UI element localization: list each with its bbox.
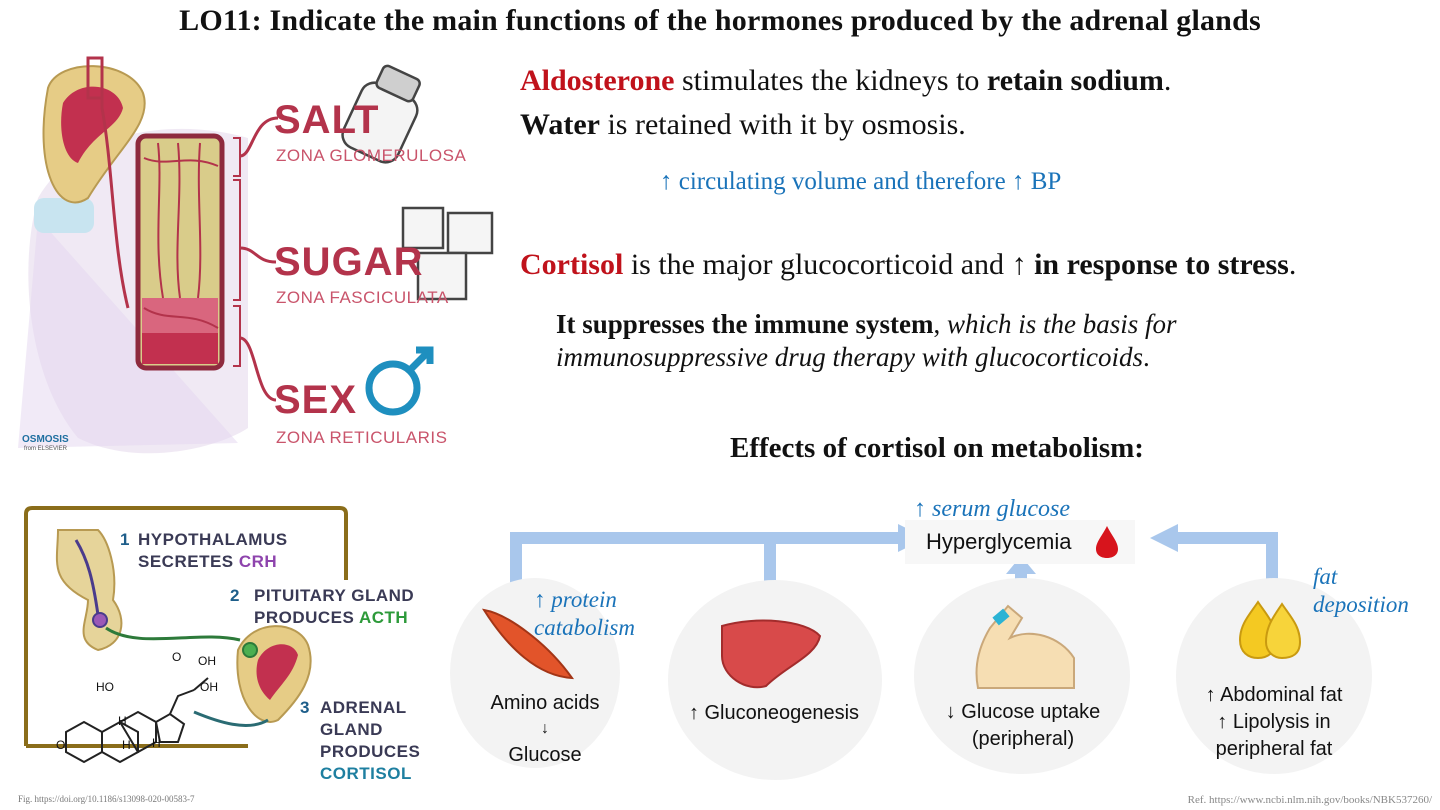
protein-line: ↑ protein bbox=[534, 587, 617, 612]
immune-bold: It suppresses the immune system bbox=[556, 309, 934, 339]
source-reference[interactable]: Ref. https://www.ncbi.nlm.nih.gov/books/… bbox=[1187, 794, 1432, 806]
fat-caption: ↑ Abdominal fat ↑ Lipolysis in periphera… bbox=[1170, 682, 1378, 763]
stress-text: in response to stress bbox=[1026, 248, 1289, 281]
down-arrow-text: ↓ bbox=[541, 720, 549, 737]
immune-italic-2: immunosuppressive drug therapy with gluc… bbox=[556, 342, 1143, 372]
immune-comma: , bbox=[933, 309, 948, 339]
step-2-line-2: PRODUCES ACTH bbox=[254, 608, 408, 628]
metabolism-heading: Effects of cortisol on metabolism: bbox=[730, 432, 1144, 464]
fat-circle bbox=[1176, 578, 1372, 774]
retain-sodium-text: retain sodium bbox=[986, 64, 1164, 97]
water-line: Water is retained with it by osmosis. bbox=[520, 108, 966, 142]
volume-bp-effect: ↑ circulating volume and therefore ↑ BP bbox=[660, 168, 1062, 195]
oh-label-2: OH bbox=[200, 680, 218, 694]
glucose-text: Glucose bbox=[508, 744, 582, 766]
salt-label: SALT bbox=[274, 98, 380, 142]
ho-label: HO bbox=[96, 680, 114, 694]
osmosis-logo: OSMOSIS bbox=[22, 434, 69, 445]
hpa-axis-diagram: 1 HYPOTHALAMUS SECRETES CRH 2 PITUITARY … bbox=[18, 500, 438, 790]
fat-drops-icon bbox=[1238, 600, 1302, 660]
gluconeogenesis-circle bbox=[668, 580, 882, 780]
blood-drop-icon bbox=[1096, 526, 1118, 558]
cortisol-period: . bbox=[1288, 248, 1297, 281]
h-label-3: H bbox=[152, 736, 161, 750]
lipolysis-text: ↑ Lipolysis in bbox=[1217, 711, 1331, 733]
step-1-line-2: SECRETES CRH bbox=[138, 552, 277, 572]
step-3-line-4: CORTISOL bbox=[320, 764, 412, 783]
gluconeogenesis-caption: ↑ Gluconeogenesis bbox=[688, 702, 860, 724]
catabolism-line: catabolism bbox=[534, 615, 635, 640]
h-label-2: H bbox=[122, 738, 131, 752]
amino-acids-text: Amino acids bbox=[490, 692, 600, 714]
fat-line: fat bbox=[1313, 564, 1338, 589]
slide-title: LO11: Indicate the main functions of the… bbox=[179, 4, 1261, 37]
fat-deposition-label: fat deposition bbox=[1313, 563, 1409, 619]
adrenal-gland-drawing bbox=[18, 56, 494, 454]
step-2-line-1: PITUITARY GLAND bbox=[254, 586, 415, 605]
aldosterone-term: Aldosterone bbox=[520, 64, 675, 97]
step-3-line-1: ADRENAL bbox=[320, 698, 407, 717]
osmosis-logo-sub: from ELSEVIER bbox=[24, 446, 68, 452]
oh-label-1: OH bbox=[198, 654, 216, 668]
produces-text: PRODUCES bbox=[254, 608, 359, 627]
zona-fasciculata-label: ZONA FASCICULATA bbox=[276, 288, 449, 307]
immune-end: . bbox=[1142, 342, 1150, 372]
step-3-line-2: GLAND bbox=[320, 720, 383, 739]
hyperglycemia-box bbox=[905, 520, 1135, 564]
step-3-line-3: PRODUCES bbox=[320, 742, 421, 761]
amino-acids-caption: Amino acids ↓ Glucose bbox=[440, 690, 650, 768]
cortisol-line: Cortisol is the major glucocorticoid and… bbox=[520, 248, 1296, 282]
figure-reference[interactable]: Fig. https://doi.org/10.1186/s13098-020-… bbox=[18, 794, 195, 804]
serum-glucose-label: ↑ serum glucose bbox=[914, 496, 1070, 522]
up-arrow: ↑ bbox=[1011, 248, 1027, 281]
glucose-uptake-caption: ↓ Glucose uptake (peripheral) bbox=[920, 699, 1126, 753]
hpa-axis-drawing bbox=[24, 506, 348, 764]
abdominal-fat-text: ↑ Abdominal fat bbox=[1205, 684, 1343, 706]
zona-reticularis-label: ZONA RETICULARIS bbox=[276, 428, 448, 447]
aldosterone-text: stimulates the kidneys to bbox=[674, 64, 987, 97]
adrenal-zones-illustration: SALT ZONA GLOMERULOSA SUGAR ZONA FASCICU… bbox=[18, 48, 498, 458]
liver-icon bbox=[721, 619, 822, 689]
sugar-label: SUGAR bbox=[274, 240, 424, 284]
glucose-uptake-text: ↓ Glucose uptake bbox=[945, 701, 1101, 723]
protein-catabolism-label: ↑ protein catabolism bbox=[534, 586, 635, 642]
water-text: is retained with it by osmosis. bbox=[599, 108, 966, 141]
acth-text: ACTH bbox=[358, 608, 409, 627]
o-label-1: O bbox=[172, 650, 182, 664]
peripheral-fat-text: peripheral fat bbox=[1215, 738, 1333, 760]
amino-acid-circle bbox=[450, 578, 620, 768]
secretes-text: SECRETES bbox=[138, 552, 239, 571]
h-label-1: H bbox=[118, 714, 127, 728]
water-term: Water bbox=[520, 108, 600, 141]
deposition-line: deposition bbox=[1313, 592, 1409, 617]
immune-italic-1: which is the basis for bbox=[947, 309, 1177, 339]
immune-text: It suppresses the immune system, which i… bbox=[556, 308, 1177, 374]
peripheral-text: (peripheral) bbox=[971, 728, 1075, 750]
crh-text: CRH bbox=[238, 552, 278, 571]
hyperglycemia-label: Hyperglycemia bbox=[926, 529, 1072, 554]
step-1-number: 1 bbox=[120, 530, 130, 549]
zona-glomerulosa-label: ZONA GLOMERULOSA bbox=[276, 146, 467, 165]
step-1-line-1: HYPOTHALAMUS bbox=[138, 530, 288, 549]
muscle-icon bbox=[481, 608, 575, 680]
step-2-number: 2 bbox=[230, 586, 240, 605]
flexed-arm-icon bbox=[975, 604, 1075, 689]
cortisol-term: Cortisol bbox=[520, 248, 624, 281]
o-label-2: O bbox=[56, 738, 66, 752]
sex-label: SEX bbox=[274, 378, 358, 422]
cortisol-text: is the major glucocorticoid and bbox=[623, 248, 1012, 281]
aldosterone-line: Aldosterone stimulates the kidneys to re… bbox=[520, 64, 1171, 98]
step-3-number: 3 bbox=[300, 698, 310, 717]
aldosterone-period: . bbox=[1163, 64, 1172, 97]
